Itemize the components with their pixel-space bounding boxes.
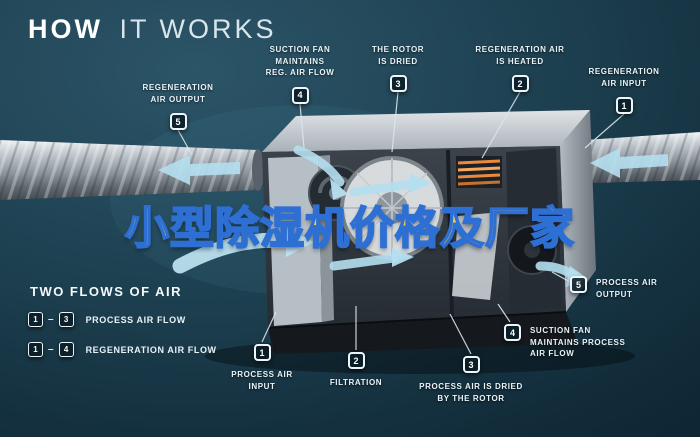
callout-filtration: 2 FILTRATION — [316, 352, 396, 389]
callout-label: PROCESS AIR INPUT — [231, 370, 293, 391]
heater-icon — [456, 156, 502, 188]
callout-badge-2: 2 — [347, 352, 365, 369]
callout-badge-5: 5 — [169, 113, 187, 131]
callout-badge-5: 5 — [570, 276, 587, 293]
machine-side-panel — [560, 110, 596, 312]
callout-regeneration-air-heated: REGENERATION AIR IS HEATED 2 — [470, 44, 570, 93]
watermark-text: 小型除湿机价格及厂家 — [124, 203, 575, 254]
callout-label: FILTRATION — [329, 378, 383, 387]
page-title-light: IT WORKS — [119, 14, 277, 44]
callout-badge-1: 1 — [615, 97, 633, 115]
callout-badge-2: 2 — [511, 75, 529, 93]
callout-badge-4: 4 — [291, 86, 309, 104]
callout-badge-3: 3 — [462, 356, 480, 373]
legend-badge-from: 1 — [28, 312, 43, 327]
legend-heading: TWO FLOWS OF AIR — [30, 284, 183, 299]
callout-regeneration-air-input: REGENERATION AIR INPUT 1 — [578, 66, 670, 115]
legend-dash: – — [48, 314, 54, 325]
callout-process-air-output: 5 PROCESS AIR OUTPUT — [570, 276, 657, 300]
left-duct — [0, 140, 264, 200]
callout-suction-fan-process-air: 4 SUCTION FAN MAINTAINS PROCESS AIR FLOW — [504, 324, 625, 360]
callout-regeneration-air-output: REGENERATION AIR OUTPUT 5 — [130, 82, 226, 131]
process-air-input-arrow — [172, 228, 314, 274]
callout-label: PROCESS AIR IS DRIED BY THE ROTOR — [419, 382, 523, 403]
machine-base — [268, 312, 578, 354]
callout-suction-fan-reg-air: SUCTION FAN MAINTAINS REG. AIR FLOW 4 — [252, 44, 348, 104]
callout-label: PROCESS AIR OUTPUT — [596, 278, 658, 299]
regeneration-air-input-arrow — [590, 148, 668, 178]
callout-badge-3: 3 — [389, 75, 407, 93]
legend-badge-to: 3 — [58, 312, 74, 327]
machine-top-panel — [262, 110, 590, 152]
callout-process-air-dried: 3 PROCESS AIR IS DRIED BY THE ROTOR — [406, 356, 536, 404]
callout-label: SUCTION FAN MAINTAINS REG. AIR FLOW — [265, 45, 335, 78]
regeneration-air-output-arrow — [158, 155, 240, 185]
machine-cutaway — [262, 110, 596, 354]
callout-badge-4: 4 — [504, 324, 521, 341]
callout-label: REGENERATION AIR OUTPUT — [142, 83, 214, 104]
callout-label: REGENERATION AIR INPUT — [588, 67, 660, 88]
callout-process-air-input: 1 PROCESS AIR INPUT — [222, 344, 302, 392]
callout-label: REGENERATION AIR IS HEATED — [475, 45, 565, 66]
page-title: HOW IT WORKS — [28, 14, 277, 45]
legend-regeneration-air-flow: 1 – 4 REGENERATION AIR FLOW — [28, 342, 217, 357]
callout-label: SUCTION FAN MAINTAINS PROCESS AIR FLOW — [530, 326, 626, 359]
interior-funnel — [452, 212, 500, 300]
legend-process-air-flow: 1 – 3 PROCESS AIR FLOW — [28, 312, 186, 327]
page-title-strong: HOW — [28, 14, 103, 44]
legend-dash: – — [48, 344, 54, 355]
legend-badge-to: 4 — [58, 342, 74, 357]
legend-badge-from: 1 — [28, 342, 43, 357]
leader-lines — [177, 91, 625, 355]
callout-rotor-is-dried: THE ROTOR IS DRIED 3 — [360, 44, 436, 93]
legend-label: PROCESS AIR FLOW — [85, 314, 186, 325]
callout-badge-1: 1 — [253, 344, 271, 361]
legend-label: REGENERATION AIR FLOW — [85, 344, 217, 355]
callout-label: THE ROTOR IS DRIED — [371, 45, 425, 66]
